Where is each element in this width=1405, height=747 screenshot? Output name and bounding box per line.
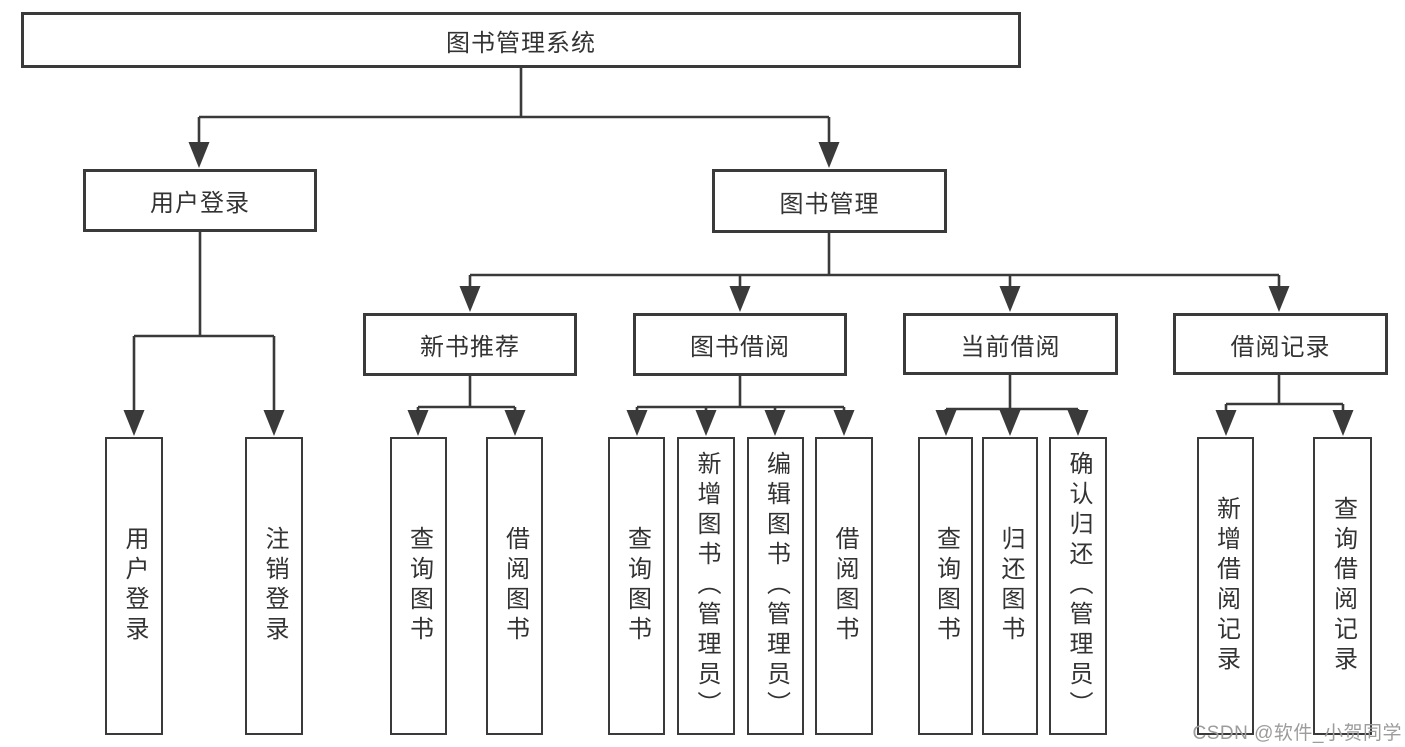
node-user-login-label: 用户登录 <box>150 190 250 217</box>
node-new-book-recommend: 新书推荐 <box>363 313 577 376</box>
leaf-add-books-admin: 新增图书（管理员） <box>677 437 735 735</box>
leaf-confirm-return-admin: 确认归还（管理员） <box>1049 437 1107 735</box>
leaf-logout-label: 注销登录 <box>261 526 288 646</box>
node-book-management-label: 图书管理 <box>779 190 880 218</box>
leaf-return-books-label: 归还图书 <box>997 526 1024 646</box>
leaf-edit-books-admin: 编辑图书（管理员） <box>747 437 804 735</box>
leaf-query-borrow-record: 查询借阅记录 <box>1313 437 1372 735</box>
leaf-query-books-borrow-label: 查询图书 <box>623 526 651 646</box>
leaf-borrow-books-label: 借阅图书 <box>831 526 858 646</box>
leaf-query-borrow-record-label: 查询借阅记录 <box>1329 496 1357 676</box>
node-book-borrowing: 图书借阅 <box>633 313 847 376</box>
leaf-query-books-current-label: 查询图书 <box>932 526 960 646</box>
leaf-user-login: 用户登录 <box>105 437 163 735</box>
node-library-system: 图书管理系统 <box>21 12 1021 68</box>
leaf-query-books-borrow: 查询图书 <box>608 437 665 735</box>
leaf-query-books-recommend: 查询图书 <box>390 437 447 735</box>
node-user-login: 用户登录 <box>83 169 317 232</box>
node-book-management: 图书管理 <box>712 169 947 233</box>
leaf-borrow-books-recommend: 借阅图书 <box>486 437 543 735</box>
node-current-borrowing: 当前借阅 <box>903 313 1118 375</box>
leaf-add-books-admin-label: 新增图书（管理员） <box>693 451 720 721</box>
leaf-add-borrow-record-label: 新增借阅记录 <box>1212 496 1240 676</box>
leaf-query-books-recommend-label: 查询图书 <box>405 526 433 646</box>
leaf-borrow-books: 借阅图书 <box>815 437 873 735</box>
node-borrowing-records: 借阅记录 <box>1173 313 1388 375</box>
leaf-edit-books-admin-label: 编辑图书（管理员） <box>762 451 790 721</box>
leaf-user-login-label: 用户登录 <box>121 526 148 646</box>
node-current-borrowing-label: 当前借阅 <box>960 333 1061 361</box>
node-library-system-label: 图书管理系统 <box>446 29 596 57</box>
leaf-query-books-current: 查询图书 <box>918 437 973 735</box>
node-new-book-recommend-label: 新书推荐 <box>420 334 520 361</box>
watermark: CSDN @软件_小贺同学 <box>1192 723 1402 744</box>
leaf-logout: 注销登录 <box>245 437 303 735</box>
node-book-borrowing-label: 图书借阅 <box>690 334 790 361</box>
leaf-confirm-return-admin-label: 确认归还（管理员） <box>1065 451 1092 721</box>
leaf-return-books: 归还图书 <box>982 437 1038 735</box>
leaf-add-borrow-record: 新增借阅记录 <box>1197 437 1254 735</box>
leaf-borrow-books-recommend-label: 借阅图书 <box>501 526 529 646</box>
node-borrowing-records-label: 借阅记录 <box>1230 333 1331 361</box>
